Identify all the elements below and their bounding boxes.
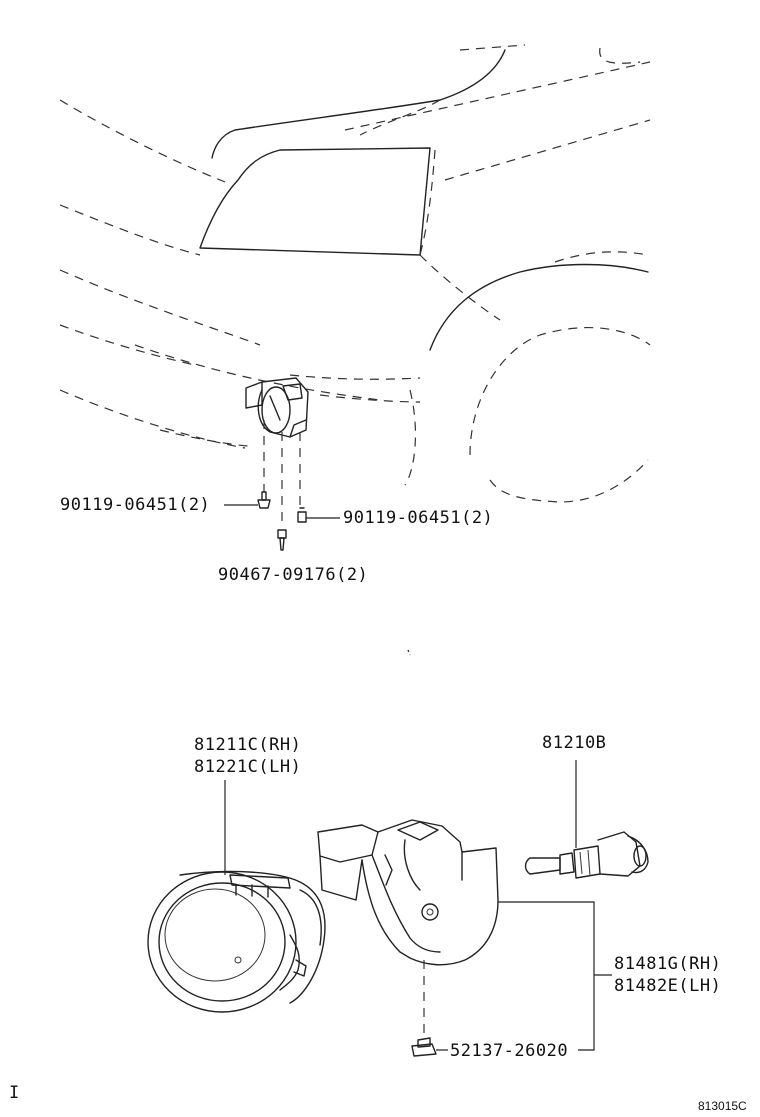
part-label-screw-bottom: 90467-09176(2) bbox=[218, 565, 369, 585]
part-label-bulb: 81210B bbox=[542, 733, 607, 753]
part-label-nut: 52137-26020 bbox=[450, 1041, 569, 1061]
leader-bracket bbox=[498, 901, 595, 1051]
part-label-fog-lamp-rh: 81211C(RH) bbox=[194, 735, 302, 755]
part-label-bolt-left: 90119-06451(2) bbox=[60, 495, 211, 515]
installed-fog-lamp bbox=[245, 377, 309, 438]
part-label-bracket-lh: 81482E(LH) bbox=[614, 976, 722, 996]
part-label-fog-lamp-lh: 81221C(LH) bbox=[194, 757, 302, 777]
corner-mark: I bbox=[9, 1083, 20, 1103]
bolt-right-icon bbox=[297, 507, 307, 523]
bolt-left-icon bbox=[257, 491, 271, 509]
fog-lamp-assembly bbox=[147, 870, 326, 1013]
bulb-assembly bbox=[524, 831, 649, 879]
figure-code: 813015C bbox=[698, 1099, 747, 1113]
part-label-bracket-rh: 81481G(RH) bbox=[614, 954, 722, 974]
screw-bottom-icon bbox=[277, 529, 287, 551]
vehicle-front-outline bbox=[59, 44, 651, 656]
bracket-assembly bbox=[317, 819, 499, 966]
part-label-bolt-right: 90119-06451(2) bbox=[343, 508, 494, 528]
clip-nut-icon bbox=[411, 1037, 437, 1057]
